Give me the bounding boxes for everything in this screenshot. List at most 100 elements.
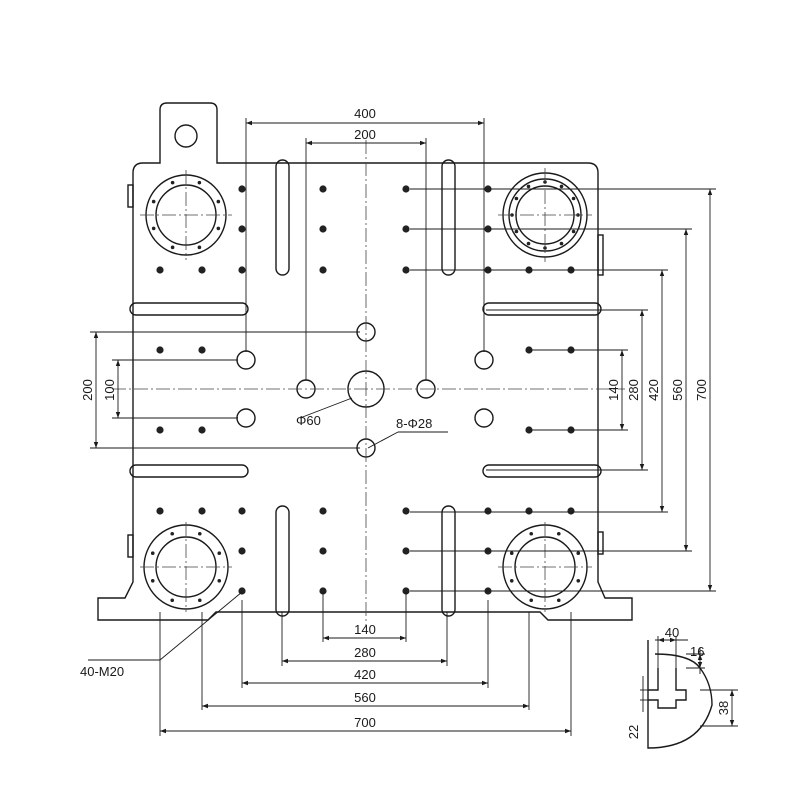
threaded-hole (319, 547, 327, 555)
threaded-hole (576, 578, 581, 583)
dim-bottom-140: 140 (354, 622, 376, 637)
threaded-hole (150, 578, 155, 583)
threaded-hole (197, 180, 202, 185)
threaded-hole (198, 266, 206, 274)
threaded-hole (571, 229, 576, 234)
detail-dim-38: 38 (716, 701, 731, 715)
threaded-hole (238, 225, 246, 233)
threaded-hole (197, 531, 202, 536)
dimension-arrow (619, 350, 625, 356)
threaded-hole (156, 426, 164, 434)
dim-top-200: 200 (354, 127, 376, 142)
threaded-hole (484, 507, 492, 515)
dimension-arrow (323, 635, 329, 641)
threaded-hole (198, 507, 206, 515)
threaded-hole (238, 547, 246, 555)
dimension-arrow (93, 332, 99, 338)
large-holes (236, 322, 494, 458)
threaded-hole (402, 266, 410, 274)
threaded-hole (402, 185, 410, 193)
label-bolt-holes: 8-Φ28 (396, 416, 432, 431)
threaded-hole (216, 199, 221, 204)
threaded-hole (402, 225, 410, 233)
threaded-hole (567, 507, 575, 515)
dimension-arrow (93, 442, 99, 448)
threaded-hole (319, 266, 327, 274)
dimension-arrow (523, 703, 529, 709)
dimension-arrow (115, 360, 121, 366)
threaded-hole (559, 184, 564, 189)
dimension-arrow (478, 120, 484, 126)
threaded-hole (525, 426, 533, 434)
threaded-hole (216, 226, 221, 231)
threaded-hole (556, 531, 561, 536)
dimension-arrow (306, 140, 312, 146)
dimension-arrow (282, 658, 288, 664)
threaded-hole (559, 241, 564, 246)
threaded-hole (238, 185, 246, 193)
dimension-arrow (639, 310, 645, 316)
threaded-holes (150, 180, 581, 603)
threaded-hole (402, 507, 410, 515)
threaded-hole (156, 266, 164, 274)
dimension-arrow (565, 728, 571, 734)
threaded-hole (151, 199, 156, 204)
dim-right-140: 140 (606, 379, 621, 401)
dim-left-100: 100 (102, 379, 117, 401)
dim-bottom-280: 280 (354, 645, 376, 660)
threaded-hole (526, 241, 531, 246)
threaded-hole (238, 507, 246, 515)
dim-bottom-560: 560 (354, 690, 376, 705)
dim-left-200: 200 (80, 379, 95, 401)
threaded-hole (402, 547, 410, 555)
dimension-arrow (115, 412, 121, 418)
threaded-hole (238, 266, 246, 274)
threaded-hole (170, 245, 175, 250)
threaded-hole (526, 184, 531, 189)
threaded-hole (198, 346, 206, 354)
threaded-hole (529, 531, 534, 536)
dimension-arrow (400, 635, 406, 641)
threaded-hole (514, 196, 519, 201)
dim-right-560: 560 (670, 379, 685, 401)
dimension-arrow (659, 506, 665, 512)
dimension-arrow (707, 585, 713, 591)
dimension-arrow (420, 140, 426, 146)
dimension-arrow (160, 728, 166, 734)
detail-dim-16: 16 (690, 644, 704, 659)
threaded-hole (170, 180, 175, 185)
dimension-arrow (619, 424, 625, 430)
threaded-hole (556, 598, 561, 603)
dim-right-280: 280 (626, 379, 641, 401)
dim-bottom-420: 420 (354, 667, 376, 682)
label-threaded-holes: 40-M20 (80, 664, 124, 679)
threaded-hole (170, 531, 175, 536)
dimension-arrow (246, 120, 252, 126)
dimension-arrow (683, 545, 689, 551)
dimension-lines (88, 118, 716, 736)
detail-dim-40: 40 (665, 625, 679, 640)
threaded-hole (576, 551, 581, 556)
dim-right-420: 420 (646, 379, 661, 401)
dimension-arrow (683, 229, 689, 235)
threaded-hole (525, 507, 533, 515)
dim-bottom-700: 700 (354, 715, 376, 730)
dimension-arrow (659, 270, 665, 276)
threaded-hole (509, 551, 514, 556)
threaded-hole (525, 346, 533, 354)
dimension-arrow (482, 680, 488, 686)
threaded-hole (217, 578, 222, 583)
t-slot-detail: 40 16 38 22 (626, 625, 738, 749)
threaded-hole (156, 346, 164, 354)
detail-dim-22: 22 (626, 725, 641, 739)
dim-right-700: 700 (694, 379, 709, 401)
dim-top-400: 400 (354, 106, 376, 121)
threaded-hole (319, 507, 327, 515)
threaded-hole (319, 185, 327, 193)
threaded-hole (150, 551, 155, 556)
threaded-hole (402, 587, 410, 595)
dimension-arrow (242, 680, 248, 686)
threaded-hole (319, 225, 327, 233)
dimension-arrow (707, 189, 713, 195)
